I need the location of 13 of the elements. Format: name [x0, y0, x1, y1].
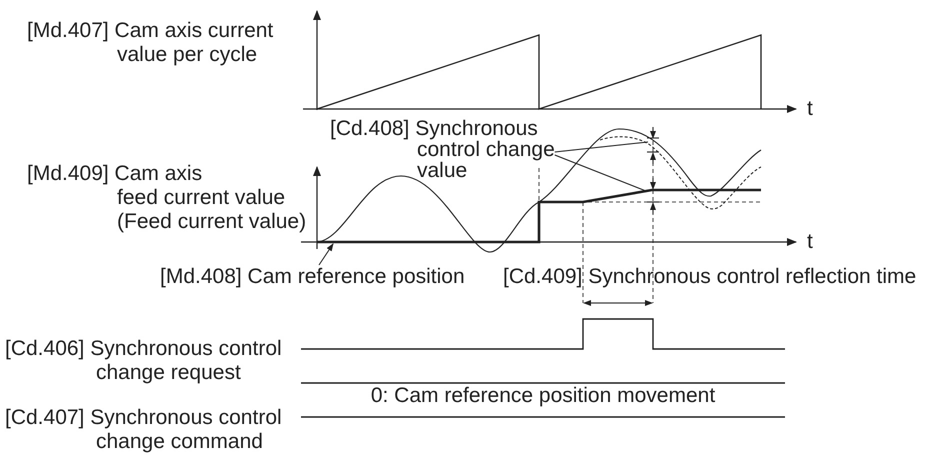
annotation-text: [Md.408] Cam reference position	[160, 265, 465, 289]
signal-label: [Cd.407] Synchronous control change command	[5, 406, 282, 454]
leader-line	[554, 142, 648, 152]
annotation-text: [Cd.408] Synchronous control change value	[330, 118, 555, 181]
axis-label: t	[807, 97, 813, 121]
annotation-text: [Cd.409] Synchronous control reflection time	[503, 265, 916, 289]
signal-label: [Md.409] Cam axis feed current value (Feed current value)	[27, 162, 306, 234]
signal-label: [Md.407] Cam axis current value per cycle	[27, 19, 274, 67]
value-label: 0: Cam reference position movement	[370, 384, 716, 408]
axis-label: t	[807, 230, 813, 254]
signal-label: [Cd.406] Synchronous control change request	[5, 337, 282, 385]
leader-line	[318, 243, 334, 266]
leader-line	[554, 154, 646, 192]
